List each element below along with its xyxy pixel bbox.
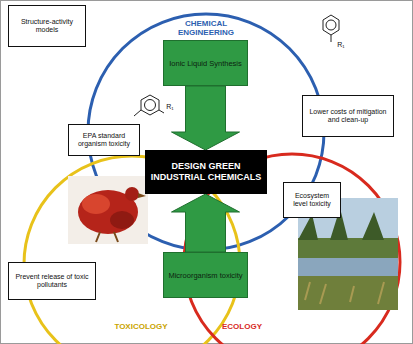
box-text: Ionic Liquid Synthesis (169, 59, 242, 68)
organism-photo (68, 176, 148, 244)
note-box: Structure-activity models (8, 5, 86, 47)
note-box: Lower costs of mitigation and clean-up (302, 95, 394, 137)
benzene-symbol (323, 15, 339, 42)
block-arrow (172, 86, 240, 150)
central-box: DESIGN GREEN INDUSTRIAL CHEMICALS (145, 150, 267, 194)
note-box: Prevent release of toxic pollutants (8, 262, 96, 300)
box-text: Microorganism toxicity (168, 271, 242, 280)
region-label: CHEMICAL ENGINEERING (160, 19, 252, 37)
region-label: ECOLOGY (212, 322, 272, 331)
substituent-label: R₁ (334, 41, 348, 49)
box-text: EPA standard organism toxicity (73, 132, 135, 148)
block-arrow (172, 194, 240, 252)
region-label: TOXICOLOGY (106, 322, 176, 331)
process-box: Microorganism toxicity (163, 252, 248, 298)
benzene-symbol (134, 95, 164, 116)
box-text: Lower costs of mitigation and clean-up (307, 108, 389, 124)
box-text: DESIGN GREEN INDUSTRIAL CHEMICALS (149, 161, 263, 183)
box-text: Ecosystem level toxicity (288, 192, 336, 208)
box-text: Prevent release of toxic pollutants (13, 273, 91, 289)
substituent-label: R₁ (163, 103, 177, 111)
note-box: EPA standard organism toxicity (68, 124, 140, 156)
note-box: Ecosystem level toxicity (283, 182, 341, 218)
process-box: Ionic Liquid Synthesis (163, 40, 248, 86)
box-text: Structure-activity models (13, 18, 81, 34)
